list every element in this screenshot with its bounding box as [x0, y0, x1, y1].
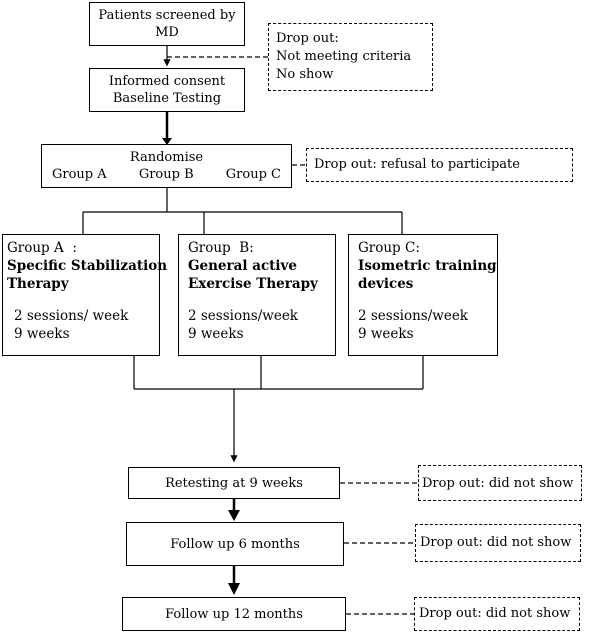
dropout-f6-text: Drop out: did not show: [420, 535, 572, 550]
dropout-box-refusal: Drop out: refusal to participate: [306, 148, 573, 182]
group-a-name1: Specific Stabilization: [7, 258, 168, 274]
arrow-retest-to-follow6: [228, 510, 240, 521]
group-a-box: Group A : Specific Stabilization Therapy…: [2, 234, 168, 356]
group-c-sessions: 2 sessions/week: [358, 308, 468, 324]
dropout-box-follow6: Drop out: did not show: [415, 524, 581, 562]
group-b-name2: Exercise Therapy: [188, 276, 318, 292]
follow-up-6-box: Follow up 6 months: [126, 522, 344, 566]
randomise-box: Randomise Group A Group B Group C: [41, 144, 292, 188]
screened-line1: Patients screened by: [98, 8, 236, 23]
group-c-weeks: 9 weeks: [358, 326, 414, 342]
dropout-box-retest: Drop out: did not show: [418, 465, 582, 501]
group-c-box: Group C: Isometric training devices 2 se…: [348, 234, 498, 356]
group-c-name2: devices: [358, 276, 414, 292]
group-a-name2: Therapy: [7, 276, 69, 292]
randomise-group-b: Group B: [138, 167, 194, 182]
group-a-heading: Group A :: [7, 240, 77, 256]
arrow-follow6-to-follow12: [228, 583, 240, 595]
dropout1-line1: Drop out:: [276, 31, 339, 46]
consent-line2: Baseline Testing: [112, 91, 222, 106]
informed-consent-box: Informed consent Baseline Testing: [89, 68, 245, 112]
retest-text: Retesting at 9 weeks: [165, 475, 303, 491]
dropout1-line3: No show: [276, 67, 334, 82]
arrow-consent-to-randomise: [162, 138, 172, 145]
screened-line2: MD: [155, 25, 179, 40]
dropout-retest-text: Drop out: did not show: [422, 476, 574, 491]
dropout-box-screening: Drop out: Not meeting criteria No show: [268, 23, 433, 91]
dropout-f12-text: Drop out: did not show: [419, 606, 571, 621]
consent-line1: Informed consent: [108, 74, 226, 89]
follow6-text: Follow up 6 months: [170, 536, 300, 552]
patients-screened-box: Patients screened by MD: [89, 2, 245, 46]
group-c-name1: Isometric training: [358, 258, 497, 274]
randomise-group-a: Group A: [52, 167, 107, 182]
group-b-heading: Group B:: [188, 240, 254, 256]
group-b-name1: General active: [188, 258, 297, 274]
dropout1-line2: Not meeting criteria: [276, 49, 412, 64]
group-b-weeks: 9 weeks: [188, 326, 244, 342]
follow12-text: Follow up 12 months: [165, 606, 303, 622]
group-b-box: Group B: General active Exercise Therapy…: [178, 234, 336, 356]
group-a-sessions: 2 sessions/ week: [14, 308, 129, 324]
group-a-weeks: 9 weeks: [14, 326, 70, 342]
dropout-box-follow12: Drop out: did not show: [414, 597, 580, 631]
group-c-heading: Group C:: [358, 240, 420, 256]
randomise-group-c: Group C: [225, 167, 281, 182]
dropout2-text: Drop out: refusal to participate: [314, 157, 520, 172]
retesting-box: Retesting at 9 weeks: [128, 467, 340, 499]
randomise-title: Randomise: [129, 150, 204, 165]
follow-up-12-box: Follow up 12 months: [122, 597, 346, 631]
group-b-sessions: 2 sessions/week: [188, 308, 298, 324]
